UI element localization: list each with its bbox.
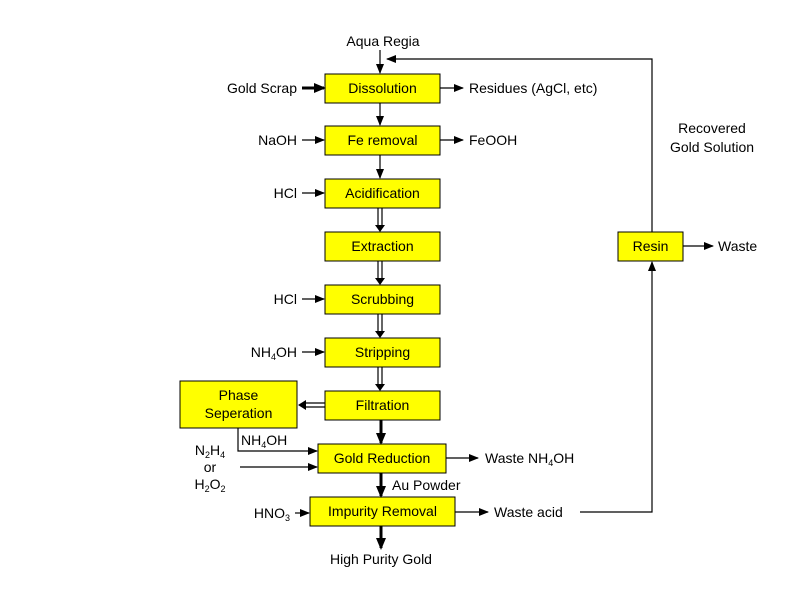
- label-hno3: HNO3: [254, 505, 290, 523]
- step-extraction-label: Extraction: [351, 238, 413, 254]
- phase-separation-label-line1: Phase: [219, 387, 259, 403]
- step-resin-label: Resin: [633, 238, 669, 254]
- label-recovered-line2: Gold Solution: [670, 139, 754, 155]
- label-waste-nh4oh: Waste NH4OH: [485, 450, 574, 468]
- label-residues: Residues (AgCl, etc): [469, 80, 597, 96]
- label-au-powder: Au Powder: [392, 477, 461, 493]
- label-waste-acid: Waste acid: [494, 504, 563, 520]
- step-resin: Resin: [617, 231, 684, 262]
- label-feooh: FeOOH: [469, 132, 517, 148]
- step-phase-separation: Phase Seperation: [179, 380, 298, 429]
- double-arrow-filtration-to-phase: [298, 400, 325, 410]
- step-acidification-label: Acidification: [345, 185, 420, 201]
- step-filtration: Filtration: [324, 390, 441, 421]
- step-filtration-label: Filtration: [356, 397, 410, 413]
- label-n2h4: N2H4: [195, 442, 225, 460]
- label-or: or: [204, 459, 217, 475]
- label-hcl-scrub: HCl: [274, 291, 297, 307]
- label-nh4oh: NH4OH: [251, 344, 297, 362]
- label-recovered-line1: Recovered: [678, 120, 746, 136]
- step-gold-reduction-label: Gold Reduction: [334, 450, 431, 466]
- step-fe-removal-label: Fe removal: [347, 132, 417, 148]
- double-arrow-acid-to-extraction: [375, 208, 385, 232]
- step-impurity-removal: Impurity Removal: [309, 496, 456, 527]
- double-arrow-extraction-to-scrubbing: [375, 261, 385, 285]
- step-stripping: Stripping: [324, 337, 441, 368]
- step-gold-reduction: Gold Reduction: [317, 443, 447, 474]
- label-aqua-regia: Aqua Regia: [346, 33, 419, 49]
- label-h2o2: H2O2: [194, 476, 225, 494]
- double-arrow-scrubbing-to-stripping: [375, 314, 385, 338]
- step-extraction: Extraction: [324, 231, 441, 262]
- step-impurity-removal-label: Impurity Removal: [328, 503, 437, 519]
- label-gold-scrap: Gold Scrap: [227, 80, 297, 96]
- arrow-waste-acid-to-resin: [580, 261, 656, 513]
- step-dissolution: Dissolution: [324, 73, 441, 104]
- label-waste: Waste: [718, 238, 757, 254]
- label-hcl-acid: HCl: [274, 185, 297, 201]
- step-scrubbing-label: Scrubbing: [351, 291, 414, 307]
- label-phase-nh4oh: NH4OH: [241, 432, 287, 450]
- step-scrubbing: Scrubbing: [324, 284, 441, 315]
- arrow-recovered-gold-return: [386, 55, 653, 232]
- step-dissolution-label: Dissolution: [348, 80, 416, 96]
- step-fe-removal: Fe removal: [324, 125, 441, 156]
- double-arrow-stripping-to-filtration: [375, 367, 385, 391]
- arrow-phase-nh4oh-recycle: [237, 428, 318, 455]
- label-naoh: NaOH: [258, 132, 297, 148]
- phase-separation-label-line2: Seperation: [205, 405, 273, 421]
- step-acidification: Acidification: [324, 178, 441, 209]
- step-stripping-label: Stripping: [355, 344, 410, 360]
- label-high-purity-gold: High Purity Gold: [330, 551, 432, 567]
